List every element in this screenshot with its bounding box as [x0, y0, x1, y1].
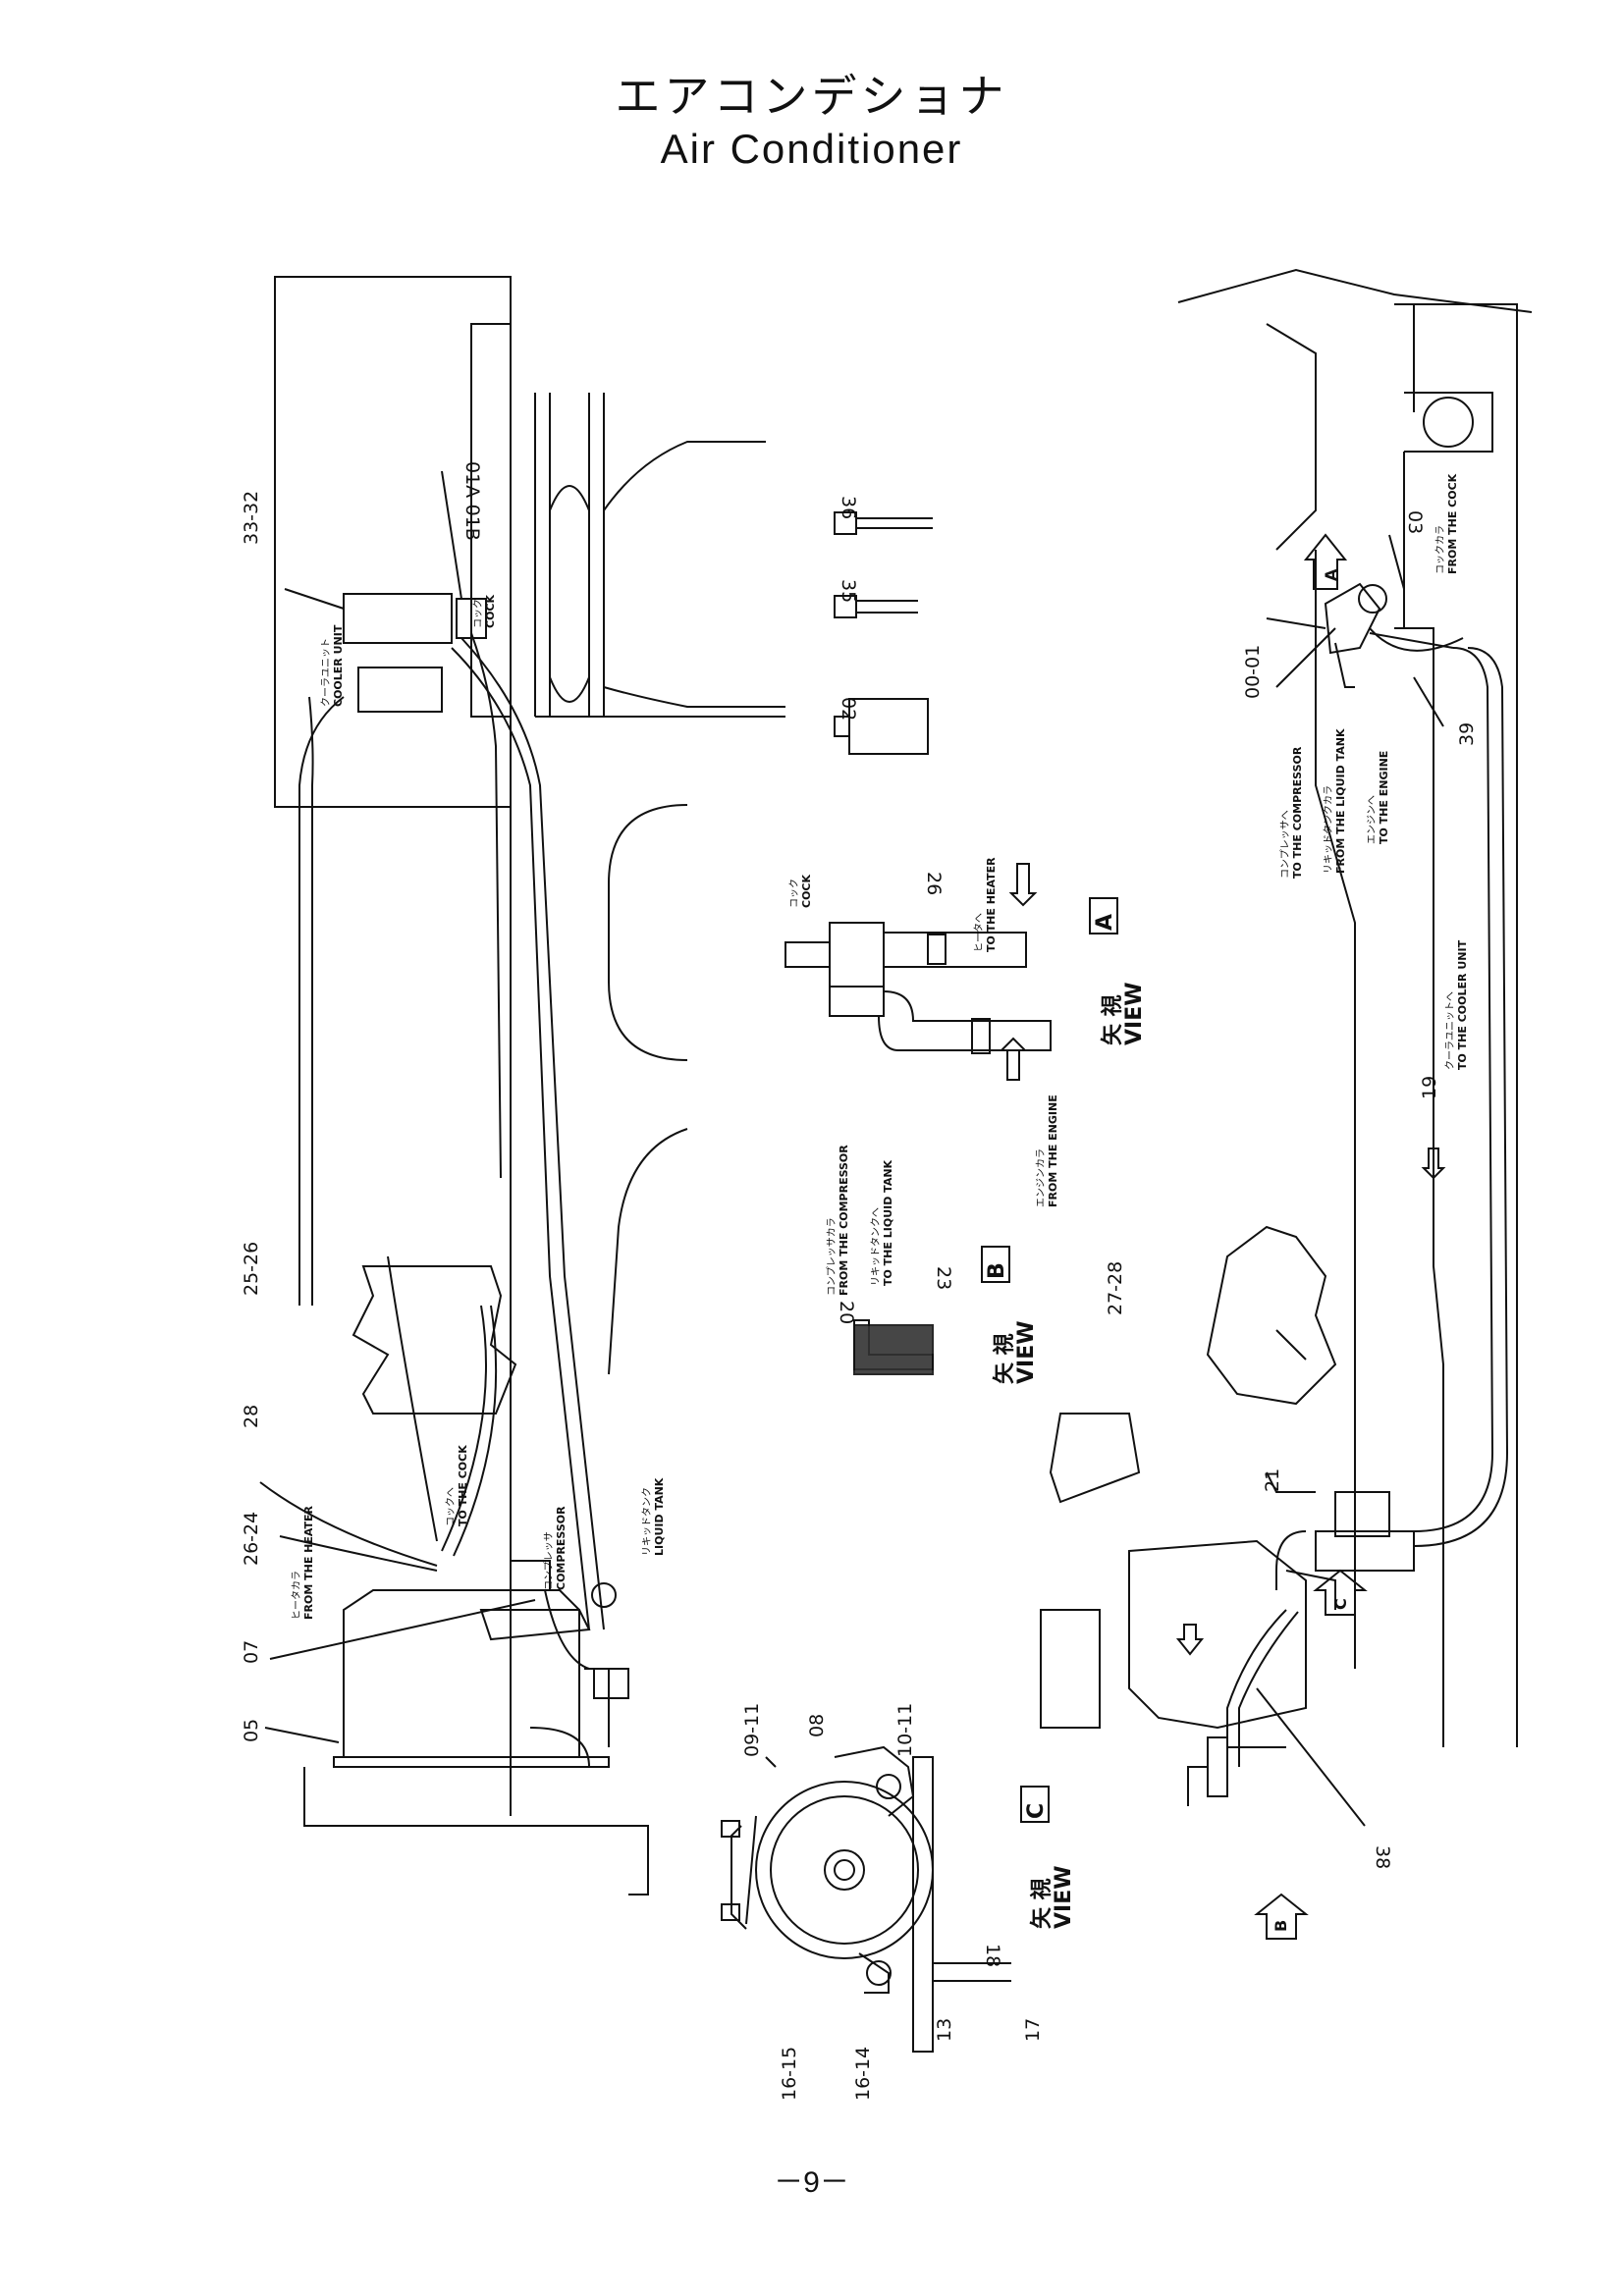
page-number: －9－ — [774, 2166, 849, 2199]
part-number-02: 02 — [838, 697, 859, 721]
label-cooler-unit-jp: クーラユニット — [320, 638, 332, 707]
label-cock-en: COCK — [484, 595, 497, 628]
label-from-cock-en: FROM THE COCK — [1446, 473, 1459, 574]
part-number-13: 13 — [934, 2018, 955, 2042]
center-small-parts — [784, 511, 1052, 1375]
part-number-38: 38 — [1372, 1845, 1393, 1869]
part-number-21: 21 — [1262, 1468, 1283, 1492]
label-liquid-tank-en: LIQUID TANK — [653, 1477, 666, 1556]
label-from-liquid-tank-en: FROM THE LIQUID TANK — [1334, 728, 1347, 874]
part-number-20: 20 — [836, 1301, 857, 1324]
part-number-16-14: 16-14 — [852, 2047, 874, 2101]
part-number-23: 23 — [933, 1266, 954, 1290]
part-number-07: 07 — [241, 1640, 262, 1664]
part-number-19: 19 — [1419, 1076, 1440, 1099]
label-to-compressor-en: TO THE COMPRESSOR — [1291, 746, 1304, 879]
title-english: Air Conditioner — [660, 126, 963, 172]
part-number-10-11: 10-11 — [894, 1703, 916, 1757]
part-number-00-01: 00-01 — [1242, 645, 1264, 699]
part-number-05: 05 — [241, 1719, 262, 1742]
part-number-03: 03 — [1404, 510, 1426, 534]
arrow-letter-b: B — [1271, 1920, 1290, 1932]
view-a-jp: 矢 視 — [1100, 994, 1125, 1045]
arrow-letter-a: A — [1322, 568, 1340, 581]
view-c-jp: 矢 視 — [1029, 1878, 1055, 1929]
label-compressor-jp: コンプレッサ — [543, 1531, 555, 1590]
view-b-en: VIEW — [1014, 1320, 1039, 1384]
view-b-letter: B — [985, 1262, 1009, 1279]
label-to-cooler-unit-jp: クーラユニットへ — [1444, 991, 1456, 1070]
left-chassis-drawing — [259, 276, 785, 1896]
view-b-jp: 矢 視 — [992, 1333, 1017, 1384]
view-c-letter: C — [1024, 1803, 1049, 1819]
part-number-01a-01b: 01A-01B — [461, 461, 483, 541]
label-to-engine-en: TO THE ENGINE — [1378, 751, 1390, 844]
label-from-heater-jp: ヒータカラ — [291, 1571, 302, 1620]
part-number-36: 36 — [838, 496, 859, 519]
part-number-17: 17 — [1022, 2018, 1044, 2042]
view-a-en: VIEW — [1122, 982, 1147, 1045]
part-number-28: 28 — [241, 1405, 262, 1428]
label-to-liquid-tank-jp: リキッドタンクへ — [870, 1207, 882, 1286]
label-from-heater-en: FROM THE HEATER — [302, 1505, 315, 1620]
label-to-heater-jp: ヒータへ — [973, 913, 985, 952]
label-from-liquid-tank-jp: リキッドタンクカラ — [1323, 785, 1334, 874]
part-number-26-24: 26-24 — [241, 1512, 262, 1566]
compressor-view-c — [721, 1745, 1011, 2053]
label-cooler-unit-en: COOLER UNIT — [332, 624, 345, 707]
part-number-33-32: 33-32 — [241, 491, 262, 545]
label-compressor-en: COMPRESSOR — [555, 1506, 568, 1590]
label-cock-center-en: COCK — [800, 875, 813, 908]
label-to-liquid-tank-en: TO THE LIQUID TANK — [882, 1159, 894, 1286]
label-to-compressor-jp: コンプレッサへ — [1279, 810, 1291, 879]
view-c-letter-box — [1020, 1786, 1050, 1823]
label-from-engine-en: FROM THE ENGINE — [1047, 1095, 1059, 1207]
label-to-cooler-unit-en: TO THE COOLER UNIT — [1456, 939, 1469, 1070]
view-a-letter-box — [1089, 897, 1118, 934]
part-number-09-11: 09-11 — [741, 1703, 763, 1757]
part-number-26-center: 26 — [923, 872, 945, 895]
label-from-cock-jp: コックカラ — [1434, 525, 1446, 574]
view-a-letter: A — [1093, 914, 1117, 931]
label-from-engine-jp: エンジンカラ — [1035, 1148, 1047, 1207]
label-liquid-tank-jp: リキッドタンク — [641, 1487, 653, 1556]
view-c-en: VIEW — [1052, 1865, 1076, 1929]
arrow-letter-c: C — [1331, 1598, 1350, 1610]
label-cock-jp: コック — [472, 599, 484, 628]
label-cock-center-jp: コック — [788, 879, 800, 908]
part-number-25-26: 25-26 — [241, 1242, 262, 1296]
part-number-27-28: 27-28 — [1105, 1261, 1126, 1315]
view-b-letter-box — [981, 1246, 1010, 1283]
part-number-39: 39 — [1456, 722, 1478, 746]
label-from-compressor-jp: コンプレッサカラ — [826, 1217, 838, 1296]
label-from-compressor-en: FROM THE COMPRESSOR — [838, 1145, 850, 1296]
part-number-35: 35 — [838, 579, 859, 603]
part-number-16-15: 16-15 — [779, 2047, 800, 2101]
title-japanese: エアコンデショナ — [615, 70, 1008, 123]
label-to-cock-en: TO THE COCK — [457, 1445, 469, 1526]
right-chassis-drawing — [1040, 268, 1533, 1827]
label-to-cock-jp: コックへ — [445, 1487, 457, 1526]
part-number-18: 18 — [982, 1944, 1003, 1967]
label-to-engine-jp: エンジンへ — [1367, 795, 1378, 844]
part-number-08: 08 — [806, 1714, 828, 1737]
label-to-heater-en: TO THE HEATER — [985, 857, 998, 952]
